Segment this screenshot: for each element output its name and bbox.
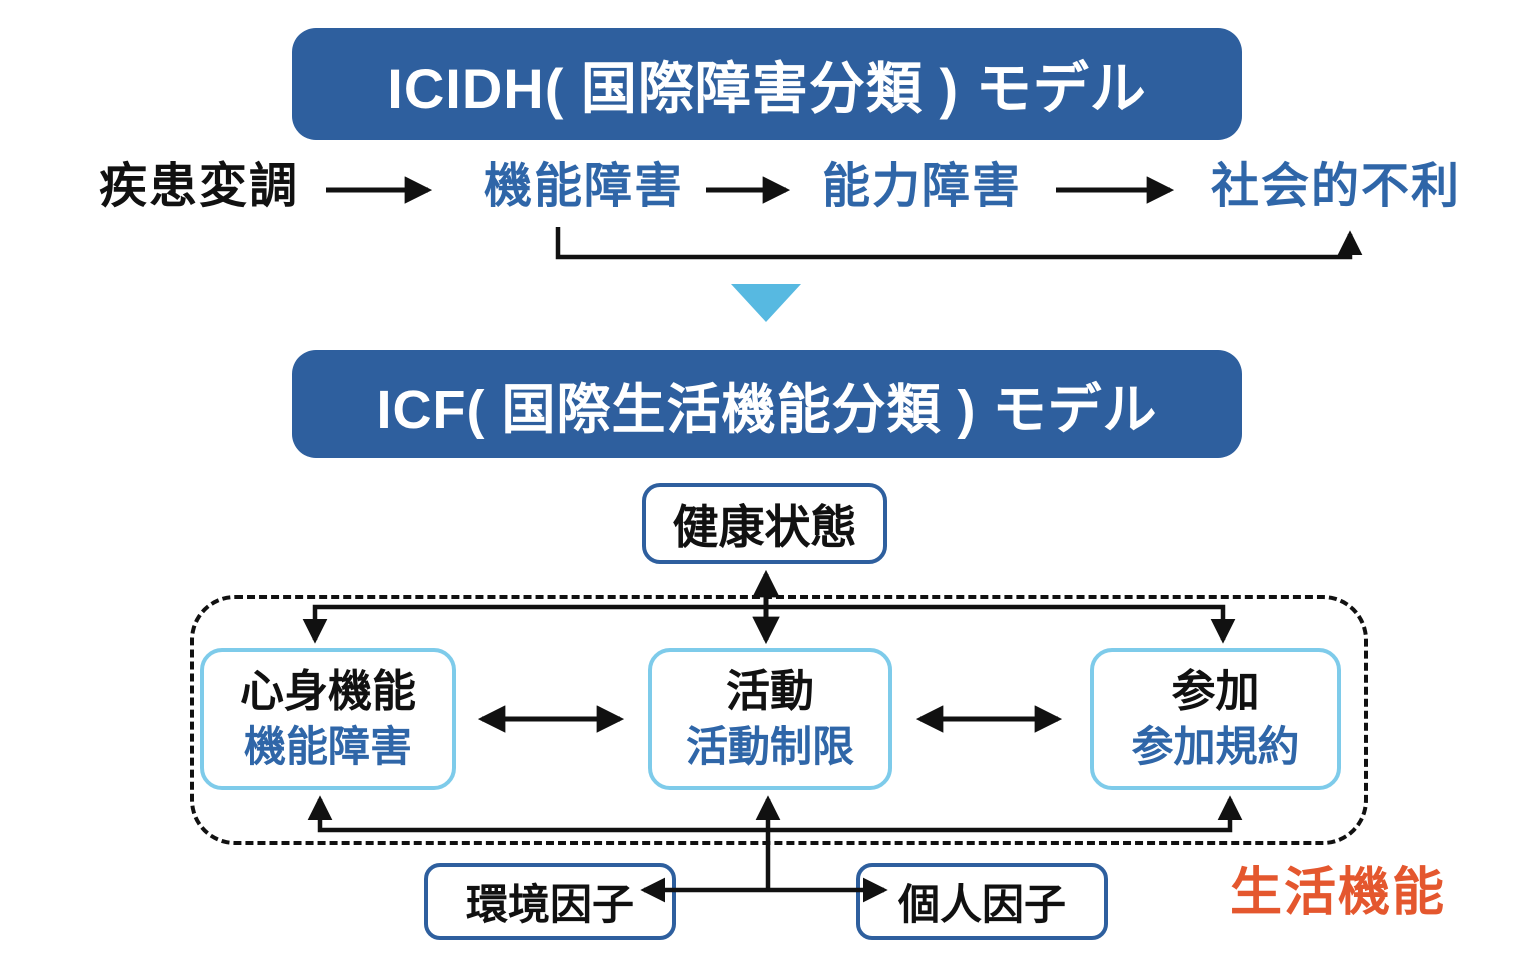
- icidh-title: ICIDH( 国際障害分類 ) モデル: [387, 56, 1147, 120]
- flow-label-disease: 疾患変調: [98, 160, 300, 213]
- participation-subtitle: 参加規約: [1131, 723, 1300, 770]
- body-function-box: 心身機能 機能障害: [200, 648, 456, 790]
- down-triangle-icon: [731, 284, 801, 322]
- icidh-title-banner: ICIDH( 国際障害分類 ) モデル: [292, 28, 1242, 140]
- environmental-factor-label: 環境因子: [465, 881, 634, 928]
- activity-subtitle: 活動制限: [685, 723, 854, 770]
- icf-title: ICF( 国際生活機能分類 ) モデル: [376, 379, 1158, 440]
- arrow-impairment-to-handicap-bypass: [555, 227, 1363, 260]
- personal-factor-label: 個人因子: [897, 881, 1066, 928]
- health-state-label: 健康状態: [672, 500, 857, 553]
- body-function-title: 心身機能: [240, 667, 416, 716]
- flow-label-impairment: 機能障害: [483, 160, 685, 213]
- icf-title-banner: ICF( 国際生活機能分類 ) モデル: [292, 350, 1242, 458]
- flow-label-handicap: 社会的不利: [1210, 160, 1462, 213]
- activity-box: 活動 活動制限: [648, 648, 892, 790]
- body-function-subtitle: 機能障害: [243, 723, 412, 770]
- life-function-label: 生活機能: [1230, 864, 1447, 922]
- participation-box: 参加 参加規約: [1090, 648, 1341, 790]
- participation-title: 参加: [1171, 667, 1260, 716]
- activity-title: 活動: [726, 667, 814, 716]
- personal-factor-box: 個人因子: [856, 863, 1108, 940]
- flow-label-disability: 能力障害: [821, 160, 1023, 213]
- health-state-box: 健康状態: [642, 483, 887, 564]
- environmental-factor-box: 環境因子: [424, 863, 676, 940]
